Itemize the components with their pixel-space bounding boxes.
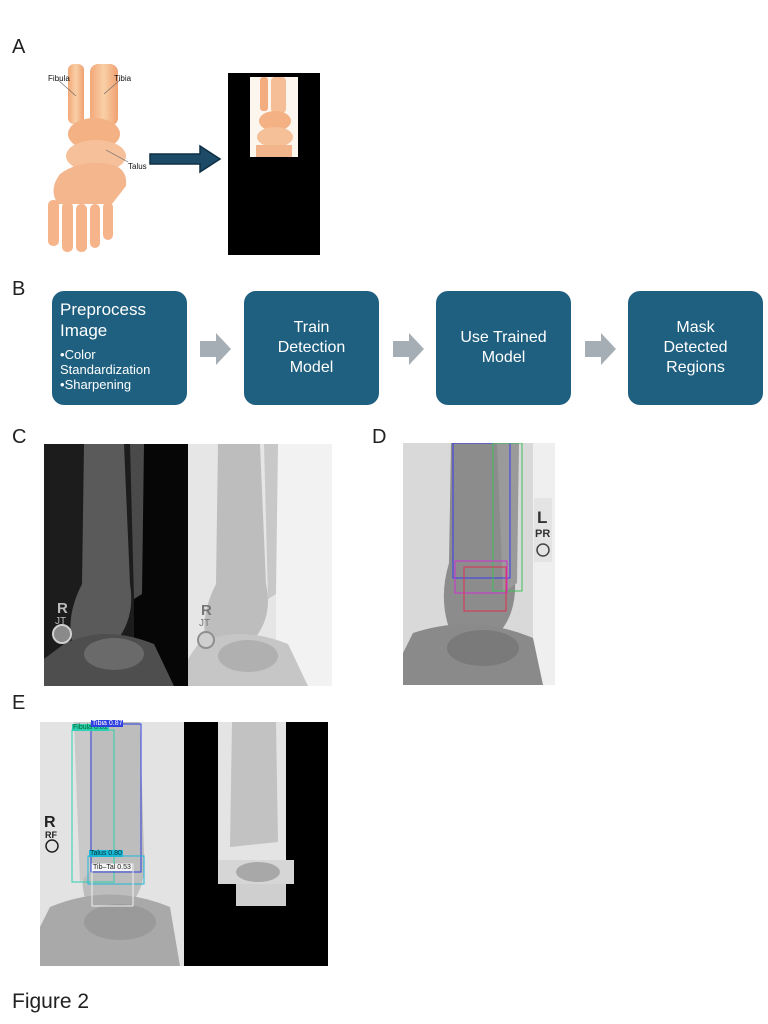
- xray-original-dark: [44, 444, 188, 686]
- right-arrow-icon: [149, 144, 222, 174]
- step-title: Train Detection Model: [277, 319, 346, 376]
- masked-ankle-image: [228, 73, 320, 255]
- xray-detections: [40, 722, 184, 966]
- label-fibula: Fibula: [48, 74, 70, 83]
- panel-label-b: B: [12, 278, 26, 300]
- xray-marker-letter: R: [57, 600, 68, 617]
- label-tibia: Tibia: [114, 74, 132, 83]
- step-train-detection-model: Train Detection Model: [244, 291, 379, 405]
- xray-marker-letter: R: [44, 814, 56, 831]
- step-title: Use Trained Model: [460, 329, 547, 366]
- detection-label-talus: Talus 0.80: [89, 850, 123, 857]
- chevron-right-icon: [393, 333, 424, 365]
- foot-anatomy-illustration: [48, 64, 129, 252]
- step-preprocess-image: Preprocess Image Color Standardization S…: [52, 291, 187, 405]
- detection-label-fibula: Fibula 0.81: [72, 724, 109, 731]
- xray-marker-initials: RF: [45, 830, 57, 840]
- xray-marker-letter: R: [201, 602, 212, 619]
- xray-marker-initials: JT: [199, 618, 211, 629]
- xray-bounding-boxes: [403, 443, 555, 685]
- detection-label-tibia: Tibia 0.87: [91, 720, 124, 727]
- panel-label-a: A: [12, 36, 26, 58]
- xray-marker-initials: JT: [55, 616, 67, 627]
- xray-marker-initials: PR: [535, 528, 551, 540]
- panel-label-c: C: [12, 426, 27, 448]
- step-bullets: Color Standardization Sharpening: [60, 347, 179, 392]
- bullet-color-standardization: Color Standardization: [60, 347, 179, 377]
- step-use-trained-model: Use Trained Model: [436, 291, 571, 405]
- panel-label-e: E: [12, 692, 26, 714]
- xray-masked-result: [184, 722, 328, 966]
- xray-marker-letter: L: [537, 508, 548, 527]
- cropped-ankle-region: [250, 77, 298, 157]
- panel-label-d: D: [372, 426, 387, 448]
- step-title: Mask Detected Regions: [663, 319, 728, 376]
- step-title: Preprocess Image: [60, 300, 146, 340]
- label-talus: Talus: [128, 162, 147, 171]
- xray-standardized-light: [188, 444, 332, 686]
- bullet-sharpening: Sharpening: [60, 377, 179, 392]
- chevron-right-icon: [585, 333, 616, 365]
- figure-caption: Figure 2: [12, 990, 90, 1013]
- step-mask-detected-regions: Mask Detected Regions: [628, 291, 763, 405]
- chevron-right-icon: [200, 333, 231, 365]
- detection-label-tib-tal: Tib–Tal 0.53: [92, 864, 132, 871]
